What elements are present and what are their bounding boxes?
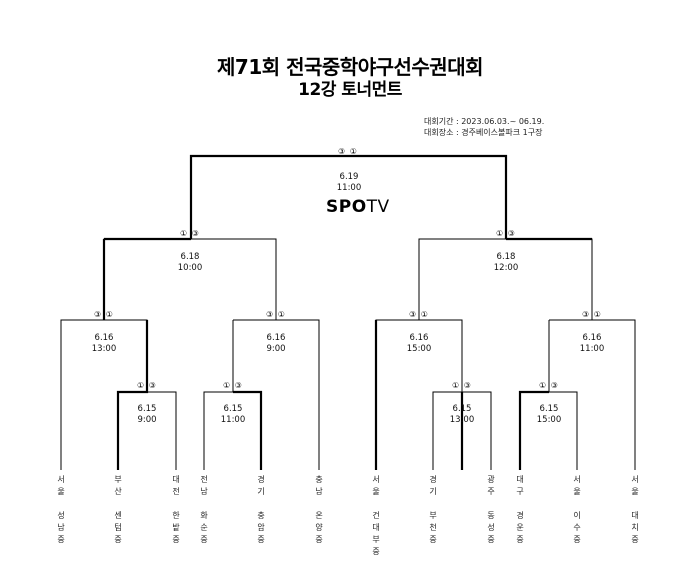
round1-2-date: 6.15 [223,404,243,414]
tournament-period: 대회기간 : 2023.06.03.~ 06.19. [424,117,545,126]
round1-1-tag: ① ③ [137,381,157,390]
round1-3-schedule: 6.15 13:00 [432,404,492,426]
quarter-1-time: 13:00 [91,344,117,354]
semi-left-time: 10:00 [177,263,203,273]
semi-left-tag: ① ③ [180,229,200,238]
page-title: 제71회 전국중학야구선수권대회 [217,55,484,79]
semi-right-schedule: 6.18 12:00 [476,252,536,274]
round1-3-tag: ① ③ [452,381,472,390]
round1-4-time: 15:00 [536,415,562,425]
round1-2-schedule: 6.15 11:00 [203,404,263,426]
tournament-venue: 대회장소 : 경주베이스볼파크 1구장 [424,128,543,137]
round1-1-schedule: 6.15 9:00 [117,404,177,426]
win-path-6 [518,390,549,470]
final-date: 6.19 [339,172,359,182]
quarter-3-date: 6.16 [409,333,429,343]
page-subtitle: 12강 토너먼트 [298,80,402,100]
semi-left-date: 6.18 [180,252,200,262]
round1-3-time: 13:00 [449,415,475,425]
win-path-3 [233,390,263,470]
win-path-1 [116,320,149,470]
final-result-tag: ③ ① [338,147,358,156]
quarter-4-time: 11:00 [579,344,605,354]
round1-2-tag: ① ③ [223,381,243,390]
round1-3-date: 6.15 [452,404,472,414]
win-path-final [189,154,508,239]
semi-left-schedule: 6.18 10:00 [160,252,220,274]
semi-right-date: 6.18 [496,252,516,262]
round1-1-time: 9:00 [137,415,157,425]
spotv-logo: SPOTV [326,197,390,217]
semi-right-tag: ① ③ [496,229,516,238]
quarter-2-time: 9:00 [266,344,286,354]
quarter-1-date: 6.16 [94,333,114,343]
quarter-4-tag: ③ ① [582,310,602,319]
quarter-3-schedule: 6.16 15:00 [389,333,449,355]
round1-2-time: 11:00 [220,415,246,425]
quarter-3-tag: ③ ① [409,310,429,319]
quarter-4-schedule: 6.16 11:00 [562,333,622,355]
quarter-2-date: 6.16 [266,333,286,343]
quarter-1-schedule: 6.16 13:00 [74,333,134,355]
quarter-2-tag: ③ ① [266,310,286,319]
round1-4-date: 6.15 [539,404,559,414]
quarter-line-4 [549,319,636,470]
logo-main: SPO [326,197,367,217]
final-schedule: 6.19 11:00 [319,172,379,194]
final-time: 11:00 [336,183,362,193]
round1-4-tag: ① ③ [539,381,559,390]
quarter-line-2 [233,319,320,470]
quarter-1-tag: ③ ① [94,310,114,319]
quarter-2-schedule: 6.16 9:00 [246,333,306,355]
semi-right-time: 12:00 [493,263,519,273]
quarter-4-date: 6.16 [582,333,602,343]
quarter-3-time: 15:00 [406,344,432,354]
logo-tv: TV [366,197,390,217]
round1-1-date: 6.15 [137,404,157,414]
round1-4-schedule: 6.15 15:00 [519,404,579,426]
